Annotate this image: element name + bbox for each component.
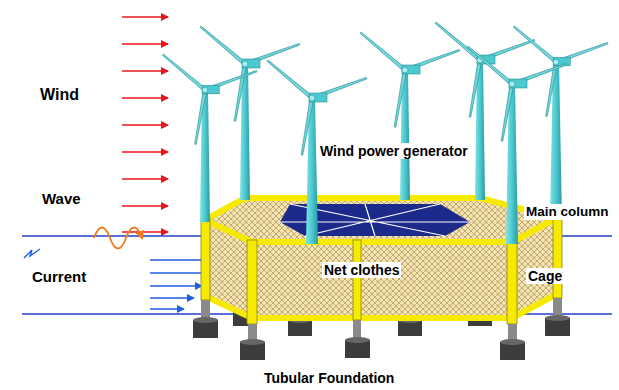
part-label: Main column — [524, 204, 611, 220]
current-symbol — [24, 249, 40, 258]
tubular-foundation — [193, 298, 570, 360]
wave-symbol — [94, 228, 142, 249]
part-label: Net clothes — [322, 262, 401, 278]
part-label: Cage — [526, 268, 564, 284]
part-label: Wind power generator — [318, 143, 470, 159]
force-label: Current — [30, 268, 88, 285]
part-label: Tubular Foundation — [262, 370, 396, 386]
force-label: Wind — [38, 86, 81, 104]
force-label: Wave — [40, 190, 83, 207]
wind-arrows — [122, 17, 168, 232]
